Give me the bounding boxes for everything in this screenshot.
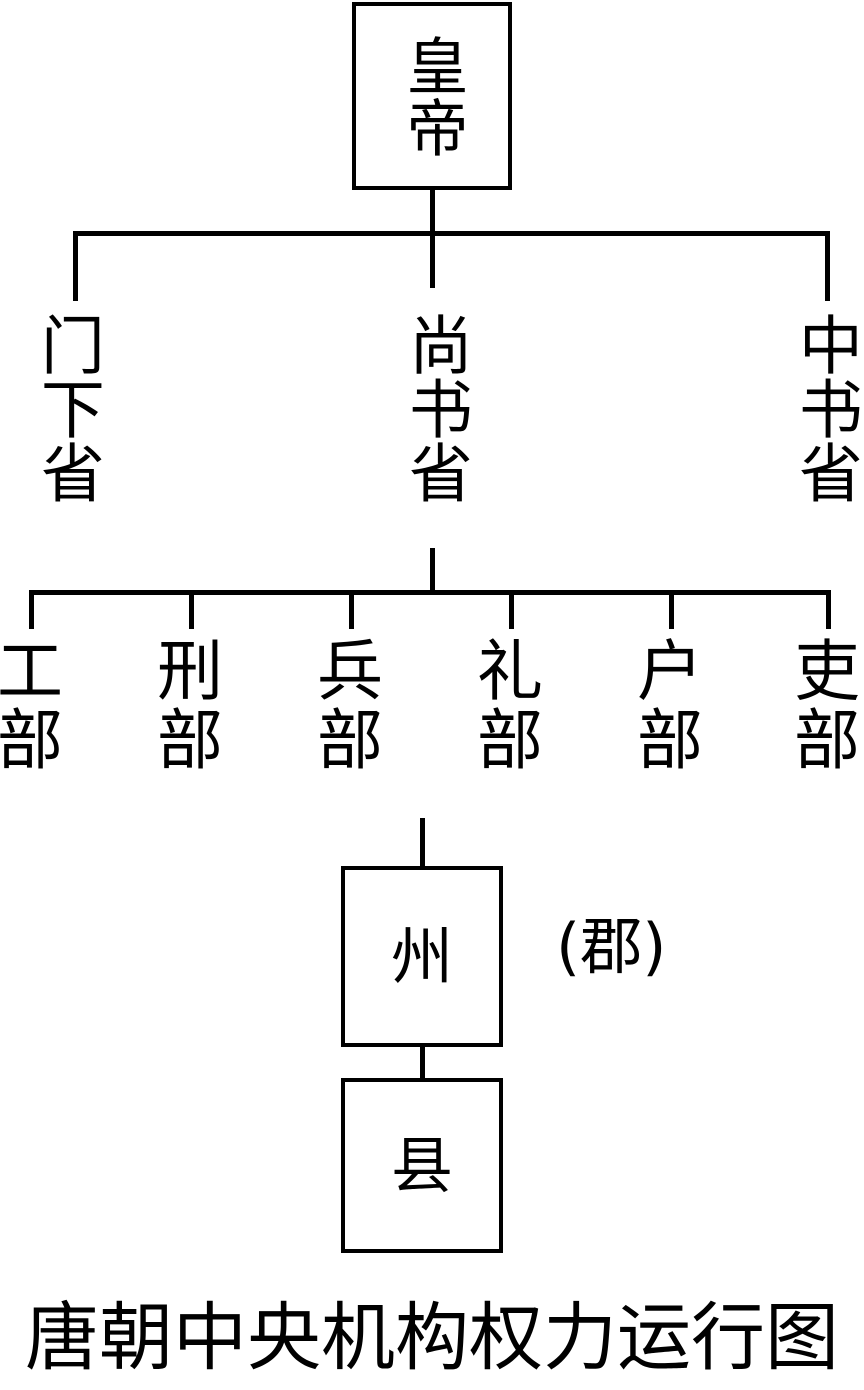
node-shangshu-sheng: 尚书省 — [397, 312, 472, 504]
ministry-char-2: 部 — [0, 701, 63, 779]
ministry-char-2: 部 — [317, 701, 383, 779]
ministry-char-2: 部 — [157, 701, 223, 779]
ministry-char-1: 户 — [637, 633, 703, 710]
diagram-title: 唐朝中央机构权力运行图 — [25, 1295, 839, 1381]
node-menxia-sheng: 门下省 — [29, 312, 104, 504]
node-emperor: 皇帝 — [352, 2, 512, 190]
connector-drop-zhongshu — [825, 231, 830, 301]
node-prefecture-label: 州 — [390, 919, 453, 993]
annotation-prefecture-alt: (郡) — [556, 910, 667, 983]
connector-drop-ministry-1 — [29, 590, 34, 629]
connector-six-ministries-bus — [29, 590, 831, 595]
connector-drop-ministry-3 — [349, 590, 354, 629]
connector-emperor-stem — [430, 190, 435, 235]
node-county-label: 县 — [390, 1128, 453, 1202]
connector-drop-ministry-4 — [509, 590, 514, 629]
node-emperor-label: 皇帝 — [395, 34, 469, 158]
connector-drop-menxia — [73, 231, 78, 301]
node-ministry-libu-rites: 礼 部 — [440, 633, 580, 779]
node-ministry-xingbu: 刑 部 — [120, 633, 260, 779]
connector-drop-ministry-2 — [189, 590, 194, 629]
ministry-char-2: 部 — [794, 701, 860, 779]
connector-shangshu-stem — [430, 548, 435, 594]
node-ministry-hubu: 户 部 — [600, 633, 740, 779]
ministry-char-1: 吏 — [794, 633, 860, 710]
node-ministry-gongbu: 工 部 — [0, 633, 100, 779]
connector-zhou-to-xian — [420, 1045, 425, 1080]
ministry-char-2: 部 — [637, 701, 703, 779]
node-prefecture-zhou: 州 — [341, 866, 503, 1047]
node-ministry-libu-personnel: 吏 部 — [757, 633, 864, 779]
connector-three-dept-bus — [73, 231, 830, 236]
connector-drop-ministry-5 — [669, 590, 674, 629]
ministry-char-1: 刑 — [157, 633, 223, 710]
connector-drop-ministry-6 — [826, 590, 831, 629]
connector-ministries-to-zhou — [420, 818, 425, 866]
node-zhongshu-sheng: 中书省 — [787, 312, 862, 504]
ministry-char-1: 兵 — [317, 633, 383, 710]
node-county-xian: 县 — [341, 1078, 503, 1253]
connector-drop-shangshu — [430, 231, 435, 288]
ministry-char-1: 礼 — [477, 633, 543, 710]
ministry-char-1: 工 — [0, 633, 63, 710]
ministry-char-2: 部 — [477, 701, 543, 779]
node-ministry-bingbu: 兵 部 — [280, 633, 420, 779]
